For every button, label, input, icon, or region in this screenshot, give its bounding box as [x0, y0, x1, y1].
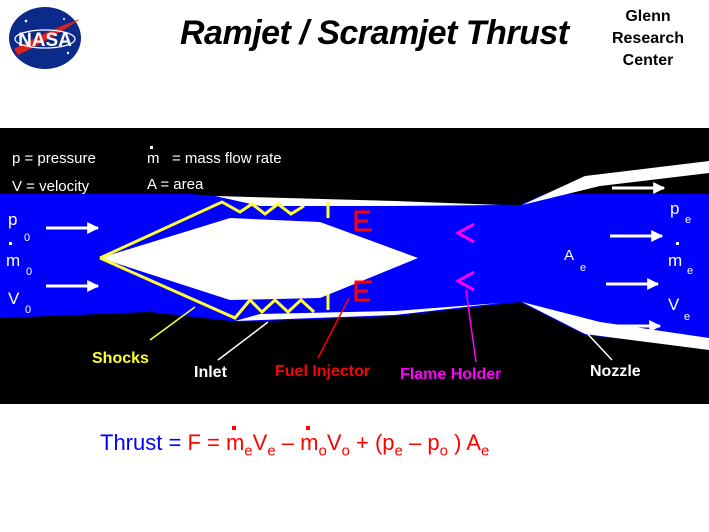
shock-lower: [99, 256, 316, 320]
equation-m-exit: m: [225, 426, 245, 455]
shocks-leader: [149, 306, 196, 341]
legend-mass-flow: = mass flow rate: [172, 150, 282, 167]
free-stream-pressure: p: [8, 210, 17, 229]
legend-area: A = area: [147, 176, 204, 193]
equation-area-sub: e: [480, 442, 490, 460]
equation-v-exit: V: [252, 430, 268, 455]
equation-v-free: V: [326, 430, 342, 455]
exit-velocity-sub: e: [684, 311, 690, 323]
fuel-injector-leader: [317, 297, 350, 359]
nozzle-upper-wall: [522, 161, 709, 205]
exit-pressure-sub: e: [685, 214, 691, 226]
shocks-label: Shocks: [92, 350, 149, 367]
logo-text: NASA: [18, 30, 72, 51]
engine-diagram: p = pressure m = mass flow rate V = velo…: [0, 128, 709, 404]
center-line-1: Glenn: [625, 8, 671, 25]
fuel-injector-label: Fuel Injector: [275, 363, 370, 380]
center-body: [100, 218, 418, 300]
inlet-upper-wall: [215, 196, 500, 206]
equation-m-exit-sub: e: [244, 442, 253, 460]
equation-plus: + (p: [356, 430, 395, 455]
inlet-lower-wall: [235, 303, 500, 321]
equation-po-sub: o: [439, 442, 448, 460]
shock-upper: [99, 200, 305, 260]
flame-holder-leader: [465, 289, 477, 363]
fuel-spray-lower: [354, 280, 372, 302]
exit-pressure: p: [670, 199, 679, 218]
flame-holder-lower: [454, 270, 475, 292]
center-line-2: Research: [611, 30, 685, 47]
nozzle-leader: [569, 314, 613, 361]
nasa-logo: NASA: [9, 7, 81, 69]
inlet-leader: [217, 321, 269, 361]
exit-mass: m: [668, 251, 682, 270]
top-cowl: [0, 128, 709, 205]
legend-mass-flow-dot: [150, 146, 153, 149]
legend-pressure: p = pressure: [12, 150, 96, 167]
fuel-spray-upper: [354, 210, 372, 232]
legend-mass-flow-symbol: m: [147, 150, 160, 167]
equation-minus: –: [281, 430, 295, 455]
flame-holder-label: Flame Holder: [400, 366, 501, 383]
equation-m-free-sub: o: [318, 442, 327, 460]
logo-vector: [14, 19, 80, 55]
inlet-label: Inlet: [194, 364, 228, 381]
glenn-research-center: Glenn Research Center: [598, 6, 698, 72]
free-stream-velocity: V: [8, 289, 20, 308]
nozzle-label: Nozzle: [590, 363, 641, 380]
equation-minus-po: – p: [409, 430, 440, 455]
bottom-cowl: [0, 302, 709, 404]
exit-velocity: V: [668, 295, 680, 314]
equation-pe-sub: e: [394, 442, 403, 460]
equation-m-free: m: [300, 426, 319, 455]
thrust-equation: Thrust = F = meVe – moVo + (pe – po ) Ae: [100, 426, 490, 460]
center-line-3: Center: [622, 52, 674, 69]
page-title: Ramjet / Scramjet Thrust: [180, 14, 569, 52]
free-stream-mass: m: [6, 251, 20, 270]
flame-holder-upper: [454, 222, 475, 244]
free-stream-velocity-sub: 0: [25, 304, 31, 316]
exit-mass-sub: e: [687, 265, 693, 277]
exit-area: A: [564, 247, 574, 264]
equation-v-free-sub: o: [341, 442, 350, 460]
legend-velocity: V = velocity: [12, 178, 90, 195]
equation-lhs: Thrust =: [100, 430, 182, 455]
exit-area-sub: e: [580, 262, 586, 274]
equation-f: F =: [187, 430, 220, 455]
exit-mass-dot: [676, 242, 679, 245]
equation-area: ) A: [454, 430, 481, 455]
free-stream-pressure-sub: 0: [24, 232, 30, 244]
free-stream-mass-dot: [9, 242, 12, 245]
free-stream-mass-sub: 0: [26, 266, 32, 278]
equation-v-exit-sub: e: [267, 442, 276, 460]
